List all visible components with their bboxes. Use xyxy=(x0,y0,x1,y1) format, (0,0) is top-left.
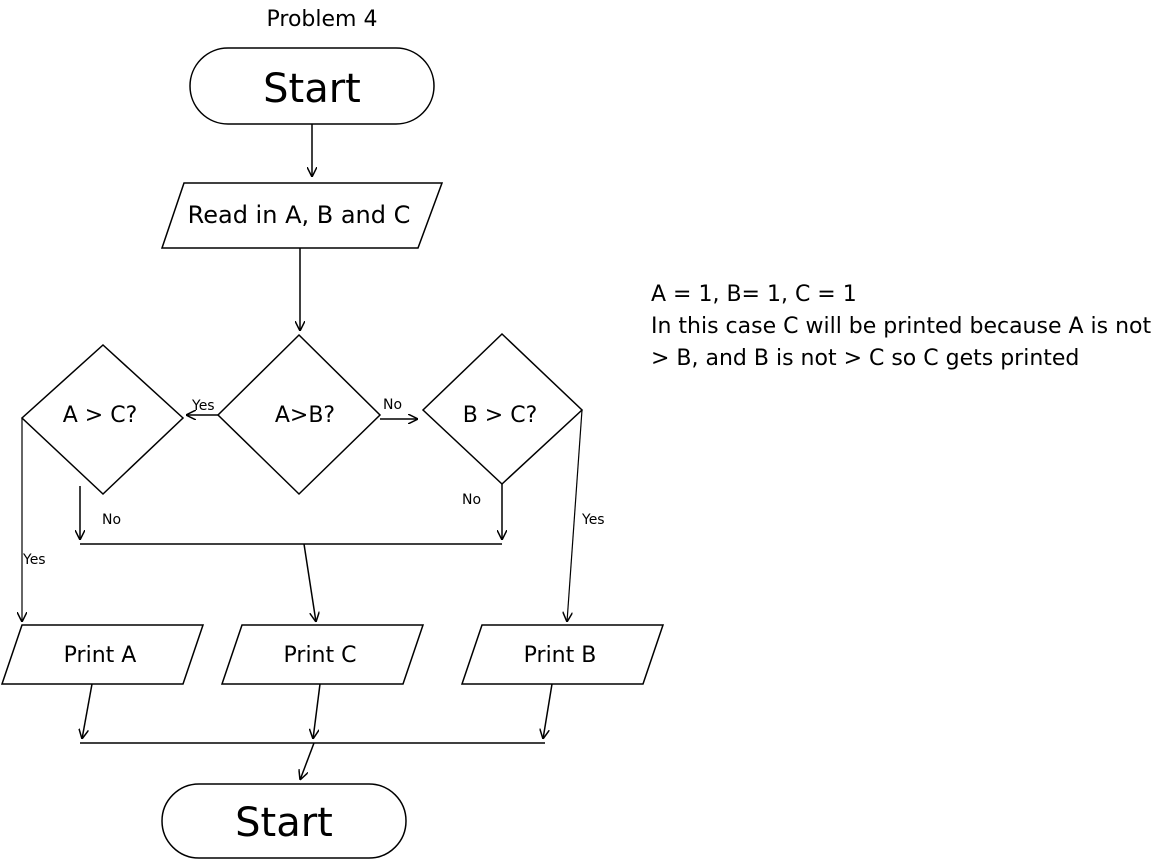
decision-b-greater-c: B > C? xyxy=(421,332,584,486)
edge-label-bc-no: No xyxy=(462,492,481,508)
edge-label-ab-yes: Yes xyxy=(191,398,215,414)
input-label: Read in A, B and C xyxy=(188,201,411,229)
start-terminal-top: Start xyxy=(189,47,435,125)
print-a-parallelogram: Print A xyxy=(0,624,205,685)
note-line-1: A = 1, B= 1, C = 1 xyxy=(651,282,857,307)
start-bottom-label: Start xyxy=(235,800,333,846)
edge-print-c-to-merge xyxy=(313,683,321,739)
note-line-2: In this case C will be printed because A… xyxy=(651,314,1152,339)
edge-merge-to-print-c xyxy=(303,543,316,622)
decision-a-greater-b: A>B? xyxy=(216,333,382,496)
edge-label-bc-yes: Yes xyxy=(581,512,605,528)
diagram-title: Problem 4 xyxy=(267,7,378,32)
start-top-label: Start xyxy=(263,66,361,112)
decision-bc-label: B > C? xyxy=(463,403,538,428)
explanation-note: A = 1, B= 1, C = 1 In this case C will b… xyxy=(651,279,1164,375)
edge-merge-to-end xyxy=(300,742,315,780)
input-parallelogram: Read in A, B and C xyxy=(160,182,444,249)
print-a-label: Print A xyxy=(64,643,137,668)
print-b-parallelogram: Print B xyxy=(460,624,665,685)
edge-bc-yes xyxy=(567,409,583,622)
edge-print-a-to-merge xyxy=(82,683,93,739)
edge-print-b-to-merge xyxy=(543,683,553,739)
decision-a-greater-c: A > C? xyxy=(20,343,185,496)
edge-label-ab-no: No xyxy=(383,397,402,413)
decision-ab-label: A>B? xyxy=(275,403,335,428)
edge-label-ac-no: No xyxy=(102,512,121,528)
print-b-label: Print B xyxy=(524,643,597,668)
start-terminal-bottom: Start xyxy=(161,783,407,859)
edge-label-ac-yes: Yes xyxy=(22,552,46,568)
note-line-3: > B, and B is not > C so C gets printed xyxy=(651,346,1080,371)
decision-ac-label: A > C? xyxy=(63,403,138,428)
print-c-parallelogram: Print C xyxy=(220,624,425,685)
print-c-label: Print C xyxy=(284,643,357,668)
